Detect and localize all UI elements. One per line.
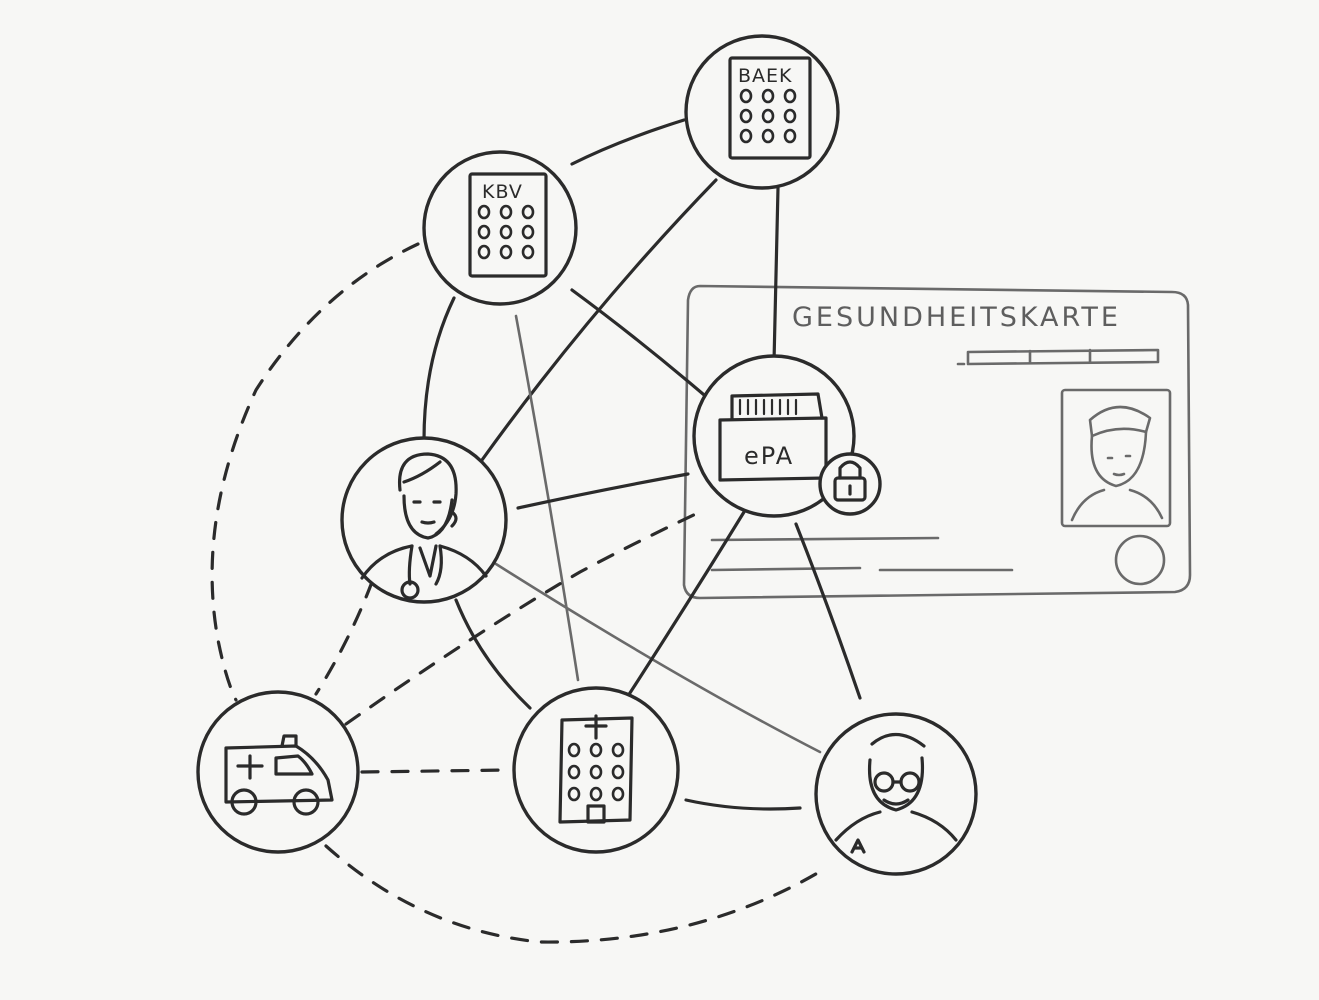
- hospital-node: [512, 686, 680, 854]
- baek-node: BAEK: [684, 34, 840, 190]
- health-card: GESUNDHEITSKARTE: [682, 284, 1192, 600]
- female-doctor-node: [340, 436, 508, 604]
- epa-label: ePA: [744, 442, 794, 470]
- baek-label: BAEK: [738, 65, 793, 87]
- ambulance-icon: [224, 734, 334, 816]
- kbv-node: KBV: [422, 150, 578, 306]
- ambulance-node: [196, 690, 360, 854]
- hospital-icon: [558, 714, 634, 824]
- office-building-icon: [728, 56, 812, 160]
- card-photo: [1060, 388, 1172, 528]
- office-building-icon: [468, 172, 548, 278]
- connection-lines: [210, 118, 862, 944]
- card-title: GESUNDHEITSKARTE: [792, 302, 1121, 333]
- epa-node: ePA: [692, 354, 882, 518]
- pharmacist-icon: [834, 732, 958, 854]
- padlock-icon: [818, 452, 882, 516]
- pharmacist-node: [814, 712, 978, 876]
- record-folder-icon: ePA: [718, 392, 828, 482]
- kbv-label: KBV: [482, 181, 523, 203]
- female-doctor-icon: [360, 452, 488, 600]
